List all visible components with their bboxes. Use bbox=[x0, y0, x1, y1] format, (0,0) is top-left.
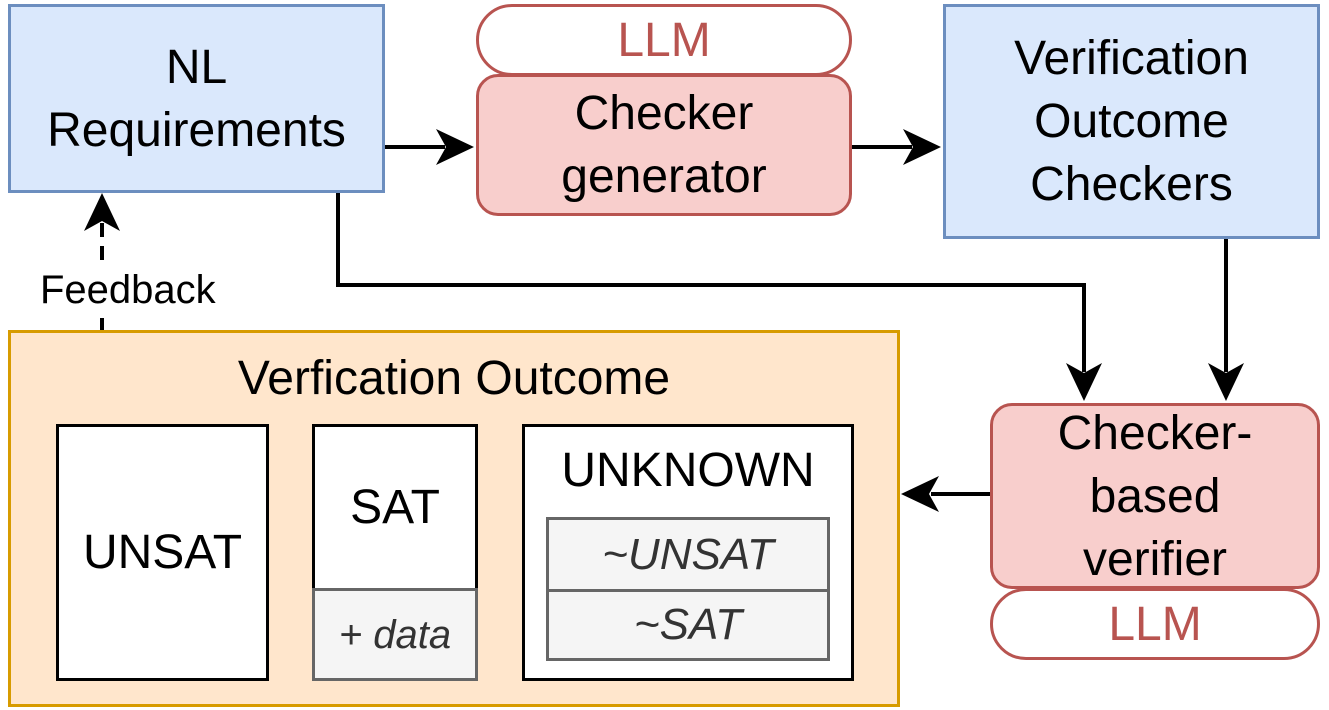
arrowhead-checkers-to-verifier bbox=[1208, 363, 1244, 401]
checker-based-verifier-box: Checker- based verifier bbox=[990, 403, 1320, 589]
unknown-unsat-label: ~UNSAT bbox=[602, 529, 774, 579]
checker-based-verifier-label: Checker- based verifier bbox=[1057, 406, 1253, 586]
arrow-req-to-verifier bbox=[336, 193, 1086, 372]
unknown-unsat-box: ~UNSAT bbox=[546, 517, 830, 592]
unknown-sat-box: ~SAT bbox=[546, 589, 830, 661]
unknown-sat-label: ~SAT bbox=[633, 600, 742, 649]
arrowhead-req-to-verifier bbox=[1066, 363, 1102, 401]
sat-data-box: + data bbox=[312, 588, 478, 681]
llm-bottom-pill: LLM bbox=[990, 588, 1320, 660]
nl-requirements-box: NL Requirements bbox=[8, 4, 385, 193]
sat-data-label: + data bbox=[338, 612, 452, 657]
unknown-label: UNKNOWN bbox=[561, 444, 815, 497]
llm-bottom-label: LLM bbox=[1108, 597, 1202, 651]
verification-outcome-checkers-box: Verification Outcome Checkers bbox=[943, 4, 1320, 239]
arrowhead-generator-to-checkers bbox=[903, 129, 941, 165]
llm-top-pill: LLM bbox=[476, 4, 852, 76]
checker-generator-box: Checker generator bbox=[476, 74, 852, 216]
llm-top-label: LLM bbox=[617, 13, 711, 67]
feedback-label-wrap: Feedback bbox=[20, 262, 280, 318]
arrowhead-feedback bbox=[84, 193, 120, 231]
arrowhead-req-to-generator bbox=[436, 129, 474, 165]
verification-outcome-title: Verfication Outcome bbox=[237, 352, 671, 405]
feedback-label: Feedback bbox=[40, 268, 216, 312]
unsat-box: UNSAT bbox=[56, 424, 269, 681]
verification-outcome-checkers-label: Verification Outcome Checkers bbox=[1014, 32, 1249, 211]
unsat-label: UNSAT bbox=[82, 526, 243, 579]
checker-generator-label: Checker generator bbox=[561, 87, 767, 203]
nl-requirements-label: NL Requirements bbox=[47, 40, 346, 157]
sat-label: SAT bbox=[350, 481, 440, 534]
sat-box: SAT bbox=[312, 424, 478, 591]
arrowhead-verifier-to-outcome bbox=[901, 476, 939, 512]
